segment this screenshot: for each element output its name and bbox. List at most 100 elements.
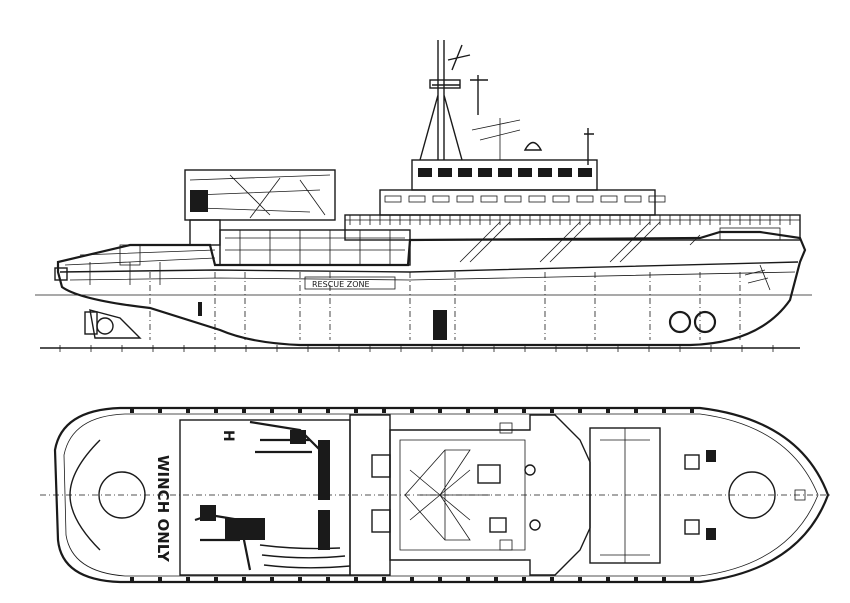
deck-window — [480, 195, 498, 203]
superstructure-lower — [344, 214, 801, 241]
winch-block-upper — [290, 430, 306, 444]
aft-helideck-circle — [98, 471, 146, 519]
stairs — [459, 221, 701, 263]
bulwark-fitting — [634, 577, 638, 581]
bulwark-fitting — [550, 409, 554, 413]
bulwark-fitting — [270, 409, 274, 413]
forward-vent — [684, 454, 700, 470]
bulwark-fitting — [186, 409, 190, 413]
satcom-dome — [523, 141, 543, 151]
bridge-window — [558, 168, 572, 177]
bridge-window — [518, 168, 532, 177]
bulwark-fitting — [158, 409, 162, 413]
deck-window — [456, 195, 474, 203]
anchor-gear — [706, 528, 716, 540]
hull-frames — [149, 272, 741, 340]
rudder — [84, 311, 98, 335]
gear-block — [200, 505, 216, 521]
vent-box — [371, 454, 391, 478]
bulwark-fitting — [494, 409, 498, 413]
deck-window — [648, 195, 666, 203]
bulwark-fitting — [354, 409, 358, 413]
deck-window — [624, 195, 642, 203]
bulwark-fitting — [382, 577, 386, 581]
winch-block-mid-2 — [318, 510, 330, 550]
rescue-zone-house — [219, 229, 411, 266]
small-box — [499, 539, 513, 551]
aft-mast-equipment — [471, 118, 521, 160]
railings-aft — [225, 230, 405, 265]
bulwark-fitting — [522, 577, 526, 581]
rescue-zone-label-box — [304, 276, 396, 290]
anchor-gear — [706, 450, 716, 462]
mast-stays-radial — [409, 469, 471, 521]
bulwark-fitting — [606, 577, 610, 581]
aft-crane-structure — [184, 169, 336, 221]
bow-fitting — [794, 489, 806, 501]
forward-deck-lines — [600, 428, 650, 563]
skeg — [89, 309, 142, 339]
bow-equipment — [744, 264, 771, 291]
bulwark-fitting — [578, 577, 582, 581]
deck-window — [576, 195, 594, 203]
dome-icon — [524, 464, 536, 476]
forward-house — [719, 227, 781, 241]
bulwark-fitting — [214, 409, 218, 413]
deck-inner-outline — [63, 413, 819, 577]
equipment-box — [489, 517, 507, 533]
rescue-zone-label: RESCUE ZONE — [312, 280, 370, 289]
main-deck-line — [69, 271, 796, 281]
bulwark-fitting — [298, 409, 302, 413]
bridge-deck — [411, 159, 598, 191]
deck-rails — [345, 215, 800, 225]
bulwark-fittings — [130, 409, 694, 581]
small-box — [499, 422, 513, 434]
bridge-window — [538, 168, 552, 177]
bridge-window — [498, 168, 512, 177]
superstructure-deck-2 — [379, 189, 656, 216]
bulwark-fitting — [438, 577, 442, 581]
equipment-box — [477, 464, 501, 484]
bow-thruster-icon — [693, 310, 717, 334]
deck-window — [384, 195, 402, 203]
deck-hull-outline — [53, 406, 830, 584]
bulwark-fitting — [410, 409, 414, 413]
winch-drum-upper — [249, 420, 322, 470]
crane-cab — [190, 190, 208, 212]
stern-roller — [54, 267, 68, 281]
bridge-window — [458, 168, 472, 177]
radar-antenna — [470, 75, 488, 115]
bulwark-fitting — [354, 577, 358, 581]
profile-view: RESCUE ZONE — [35, 40, 812, 352]
bridge-window — [578, 168, 592, 177]
bulwark-fitting — [550, 577, 554, 581]
bridge-window — [418, 168, 432, 177]
winch-block-lower — [225, 518, 265, 540]
bridge-window — [438, 168, 452, 177]
hatch — [433, 310, 447, 340]
bulwark-fitting — [158, 577, 162, 581]
propeller-icon — [96, 317, 114, 335]
bulkhead-post — [198, 302, 202, 316]
mast-platform — [429, 79, 461, 89]
bridge-window — [478, 168, 492, 177]
deck-plan-view: WINCH ONLY H — [40, 406, 830, 584]
deck-window — [408, 195, 426, 203]
bulwark-fitting — [466, 577, 470, 581]
bulwark-fitting — [522, 409, 526, 413]
forward-helideck-circle — [728, 471, 776, 519]
winch-only-label: WINCH ONLY — [154, 455, 172, 563]
aft-deck-arc — [69, 439, 101, 551]
bulwark-fitting — [662, 409, 666, 413]
foremast — [584, 128, 594, 165]
hull-outline — [56, 230, 807, 347]
aft-deck-mark: H — [220, 430, 236, 442]
frame-ticks — [59, 345, 774, 352]
mast — [419, 40, 471, 161]
forward-vent — [684, 519, 700, 535]
dome-icon — [529, 519, 541, 531]
aft-house — [189, 219, 221, 246]
deck-window — [504, 195, 522, 203]
winch-block-mid — [318, 440, 330, 500]
